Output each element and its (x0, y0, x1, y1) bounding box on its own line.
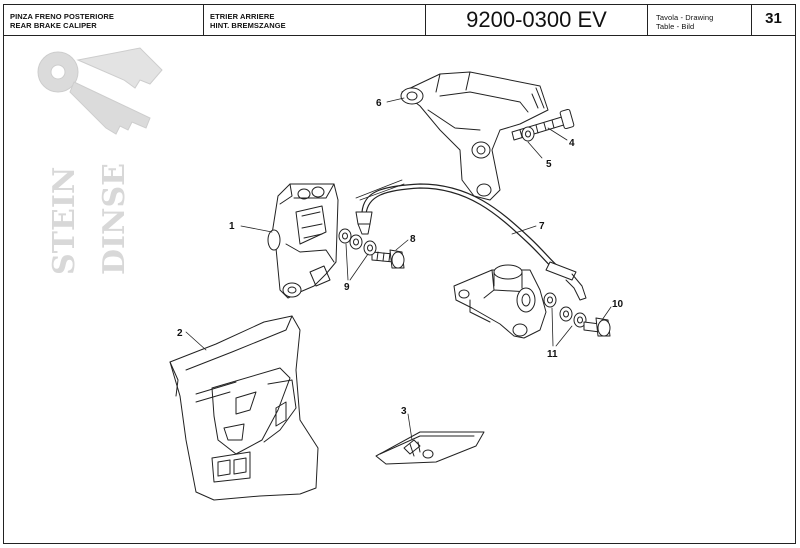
callout-10: 10 (612, 299, 624, 310)
title-cell-it-en: PINZA FRENO POSTERIORE REAR BRAKE CALIPE… (4, 5, 204, 35)
table-label-cell: Tavola - Drawing Table - Bild (648, 5, 752, 35)
leader-lines (185, 97, 612, 441)
caliper-bracket (400, 71, 549, 201)
callout-9: 9 (344, 282, 350, 293)
callout-labels: 1 2 3 4 5 6 7 8 9 10 11 (177, 98, 624, 417)
title-block: PINZA FRENO POSTERIORE REAR BRAKE CALIPE… (3, 4, 796, 36)
pump-washers (543, 292, 587, 328)
caliper-washers (338, 228, 377, 256)
callout-1: 1 (229, 221, 235, 232)
brake-caliper (267, 183, 339, 299)
key-icon (37, 47, 163, 135)
caliper-banjo-bolt (371, 249, 405, 269)
title-english: REAR BRAKE CALIPER (10, 21, 97, 30)
callout-7: 7 (539, 221, 545, 232)
page-cell: 31 (752, 5, 795, 35)
brake-hose (355, 183, 587, 301)
bracket-washer (521, 126, 535, 142)
brake-master-cylinder (453, 264, 547, 339)
callout-8: 8 (410, 234, 416, 245)
pump-banjo-bolt (583, 317, 611, 337)
brake-pad-kit (169, 315, 319, 501)
table-label-1: Tavola - Drawing (656, 13, 714, 22)
part-code: 9200-0300 EV (466, 7, 607, 32)
code-cell: 9200-0300 EV (426, 5, 648, 35)
title-french: ETRIER ARRIERE (210, 12, 275, 21)
callout-2: 2 (177, 328, 183, 339)
page-number: 31 (765, 10, 782, 27)
drawing-frame (3, 36, 796, 544)
title-italian: PINZA FRENO POSTERIORE (10, 12, 115, 21)
watermark-stein: STEIN (47, 167, 82, 275)
watermark-dinse: DINSE (97, 163, 132, 275)
title-german: HINT. BREMSZANGE (210, 21, 286, 30)
callout-6: 6 (376, 98, 382, 109)
title-cell-fr-de: ETRIER ARRIERE HINT. BREMSZANGE (204, 5, 426, 35)
callout-5: 5 (546, 159, 552, 170)
watermark-logo: STEIN DINSE (37, 47, 163, 275)
callout-11: 11 (547, 349, 558, 360)
callout-3: 3 (401, 406, 407, 417)
bleed-valve-kit (375, 431, 485, 465)
callout-4: 4 (569, 138, 575, 149)
table-label-2: Table - Bild (656, 22, 695, 31)
